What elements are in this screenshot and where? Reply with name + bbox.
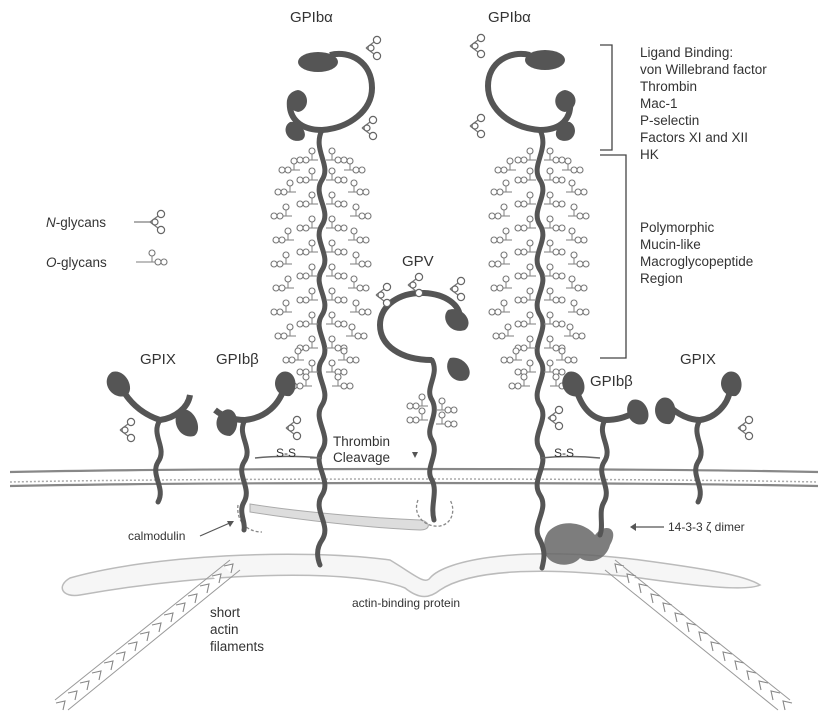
mucin-region-bracket — [600, 155, 626, 358]
label-gpix-right: GPIX — [680, 351, 716, 368]
ligand-line-3: Mac-1 — [640, 96, 678, 111]
label-gpib-beta-right: GPIbβ — [590, 373, 633, 390]
thrombin-cleavage-arrow — [412, 452, 418, 458]
ligand-line-0: Ligand Binding: — [640, 45, 733, 60]
ligand-line-4: P-selectin — [640, 113, 699, 128]
label-ss-left: S-S — [276, 446, 296, 460]
gpix-right — [655, 372, 753, 502]
label-actin-binding-protein: actin-binding protein — [352, 596, 460, 610]
label-gpix-left: GPIX — [140, 351, 176, 368]
legend-n-glycan-icon — [134, 210, 165, 233]
actin-binding-protein-shape — [62, 504, 760, 597]
mucin-line-0: Polymorphic — [640, 220, 715, 235]
label-gpib-beta-left: GPIbβ — [216, 351, 259, 368]
ligand-line-5: Factors XI and XII — [640, 130, 748, 145]
dimer-arrow — [630, 523, 664, 531]
ligand-binding-list: Ligand Binding: von Willebrand factor Th… — [640, 45, 767, 162]
ligand-line-6: HK — [640, 147, 659, 162]
mucin-region-list: Polymorphic Mucin-like Macroglycopeptide… — [640, 220, 753, 286]
label-dimer: 14-3-3 ζ dimer — [668, 520, 745, 534]
label-calmodulin: calmodulin — [128, 529, 185, 543]
gpib-beta-left — [215, 372, 322, 530]
label-thrombin-cleavage-1: Thrombin — [333, 434, 390, 449]
legend-o-glycan-icon — [136, 250, 167, 265]
label-thrombin-cleavage-2: Cleavage — [333, 450, 390, 465]
gpix-left — [107, 372, 198, 502]
mucin-line-3: Region — [640, 271, 683, 286]
mucin-line-1: Mucin-like — [640, 237, 701, 252]
ligand-binding-bracket — [600, 45, 612, 150]
label-gpib-alpha-right: GPIbα — [488, 9, 531, 26]
legend-n-glycans-label: N-glycans — [46, 215, 106, 230]
label-short-actin-3: filaments — [210, 639, 264, 654]
legend-o-glycans-label: O-glycans — [46, 255, 107, 270]
mucin-line-2: Macroglycopeptide — [640, 254, 753, 269]
label-ss-right: S-S — [554, 446, 574, 460]
label-gpv: GPV — [402, 253, 434, 270]
ligand-line-1: von Willebrand factor — [640, 62, 767, 77]
ligand-line-2: Thrombin — [640, 79, 697, 94]
label-short-actin-2: actin — [210, 622, 239, 637]
label-short-actin-1: short — [210, 605, 240, 620]
calmodulin-arrow — [200, 521, 234, 536]
label-gpib-alpha-left: GPIbα — [290, 9, 333, 26]
